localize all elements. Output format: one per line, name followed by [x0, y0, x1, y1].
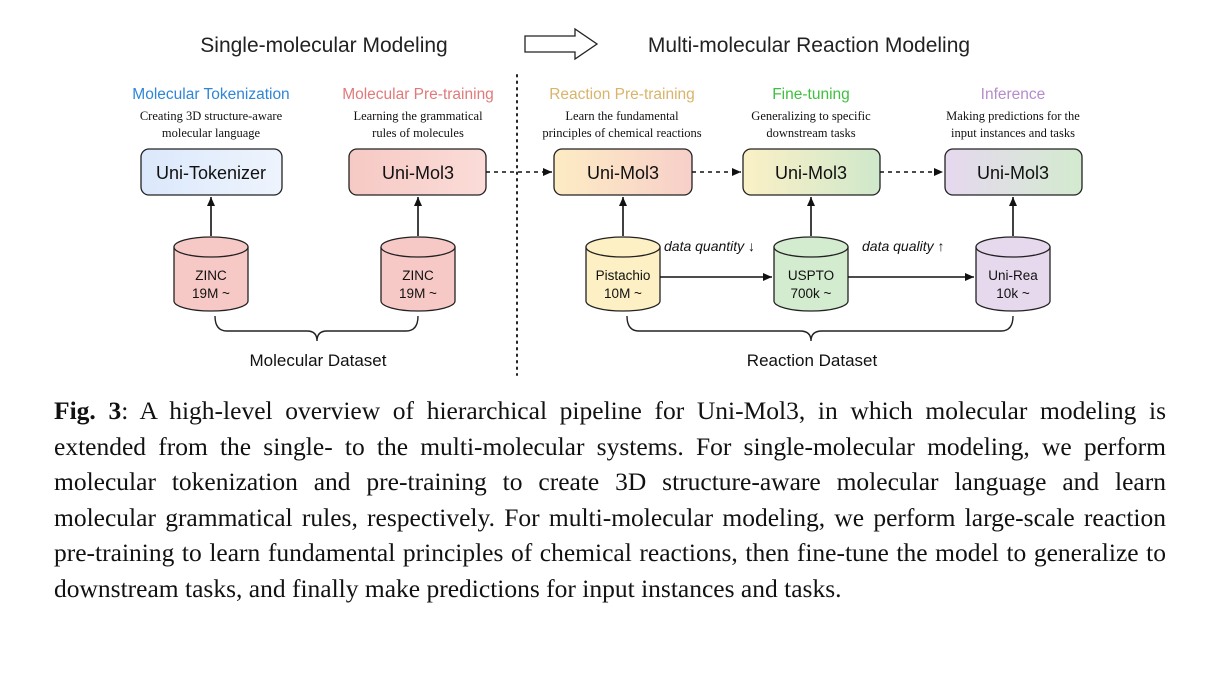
stage-molecular-pretraining: Molecular Pre-training Learning the gram… — [342, 86, 494, 140]
stage-desc-line2: molecular language — [162, 126, 261, 140]
stage-fine-tuning: Fine-tuning Generalizing to specific dow… — [751, 86, 871, 140]
stage-desc-line1: Making predictions for the — [946, 109, 1080, 123]
stage-desc-line2: rules of molecules — [372, 126, 464, 140]
model-box-molecular-pretraining: Uni-Mol3 — [348, 148, 487, 196]
cylinder-icon — [380, 247, 456, 312]
figure-label: Fig. 3 — [54, 396, 122, 425]
dataset-size: 10k ~ — [996, 286, 1030, 301]
stage-title: Inference — [981, 86, 1046, 103]
model-box-inference: Uni-Mol3 — [944, 148, 1083, 196]
dataset-cylinder-pistachio: Pistachio 10M ~ — [585, 236, 661, 312]
multi-molecular-title: Multi-molecular Reaction Modeling — [648, 34, 970, 57]
stage-title: Molecular Tokenization — [132, 86, 289, 103]
figure-caption: Fig. 3: A high-level overview of hierarc… — [54, 393, 1166, 606]
dataset-size: 10M ~ — [604, 286, 642, 301]
cylinder-icon — [975, 247, 1051, 312]
stage-inference: Inference Making predictions for the inp… — [946, 86, 1080, 140]
model-label: Uni-Mol3 — [977, 163, 1049, 183]
stage-title: Reaction Pre-training — [549, 86, 695, 103]
dataset-name: ZINC — [195, 268, 227, 283]
model-box-reaction-pretraining: Uni-Mol3 — [553, 148, 693, 196]
cylinder-icon — [773, 247, 849, 312]
reaction-dataset-label: Reaction Dataset — [747, 351, 878, 370]
model-box-fine-tuning: Uni-Mol3 — [742, 148, 881, 196]
model-box-uni-tokenizer: Uni-Tokenizer — [140, 148, 283, 196]
stage-title: Fine-tuning — [772, 86, 850, 103]
data-quality-label: data quality ↑ — [862, 238, 945, 254]
stage-desc-line1: Creating 3D structure-aware — [140, 109, 283, 123]
stage-molecular-tokenization: Molecular Tokenization Creating 3D struc… — [132, 86, 289, 140]
cylinder-icon — [585, 247, 661, 312]
dataset-cylinder-uspto: USPTO 700k ~ — [773, 236, 849, 312]
molecular-dataset-brace — [214, 315, 419, 342]
model-label: Uni-Mol3 — [587, 163, 659, 183]
stage-desc-line1: Learn the fundamental — [565, 109, 679, 123]
dataset-size: 700k ~ — [791, 286, 832, 301]
dataset-name: Pistachio — [596, 268, 651, 283]
dataset-cylinder-uni-rea: Uni-Rea 10k ~ — [975, 236, 1051, 312]
cylinder-icon — [173, 247, 249, 312]
model-label: Uni-Mol3 — [775, 163, 847, 183]
dataset-size: 19M ~ — [399, 286, 437, 301]
model-label: Uni-Tokenizer — [156, 163, 266, 183]
stage-desc-line1: Generalizing to specific — [751, 109, 871, 123]
stage-desc-line2: principles of chemical reactions — [542, 126, 701, 140]
dataset-size: 19M ~ — [192, 286, 230, 301]
dataset-cylinder-zinc-1: ZINC 19M ~ — [173, 236, 249, 312]
single-molecular-title: Single-molecular Modeling — [200, 34, 447, 57]
big-right-arrow-icon — [524, 27, 599, 61]
stage-desc-line1: Learning the grammatical — [353, 109, 483, 123]
reaction-dataset-brace — [626, 315, 1014, 342]
stage-reaction-pretraining: Reaction Pre-training Learn the fundamen… — [542, 86, 701, 140]
stage-desc-line2: downstream tasks — [766, 126, 855, 140]
data-quantity-label: data quantity ↓ — [664, 238, 755, 254]
pipeline-diagram: Single-molecular Modeling Multi-molecula… — [132, 27, 1083, 376]
dataset-cylinder-zinc-2: ZINC 19M ~ — [380, 236, 456, 312]
dataset-name: ZINC — [402, 268, 434, 283]
dataset-name: USPTO — [788, 268, 834, 283]
stage-title: Molecular Pre-training — [342, 86, 494, 103]
stage-desc-line2: input instances and tasks — [951, 126, 1075, 140]
model-label: Uni-Mol3 — [382, 163, 454, 183]
dataset-name: Uni-Rea — [988, 268, 1038, 283]
caption-text: : A high-level overview of hierarchical … — [54, 396, 1166, 603]
molecular-dataset-label: Molecular Dataset — [249, 351, 386, 370]
